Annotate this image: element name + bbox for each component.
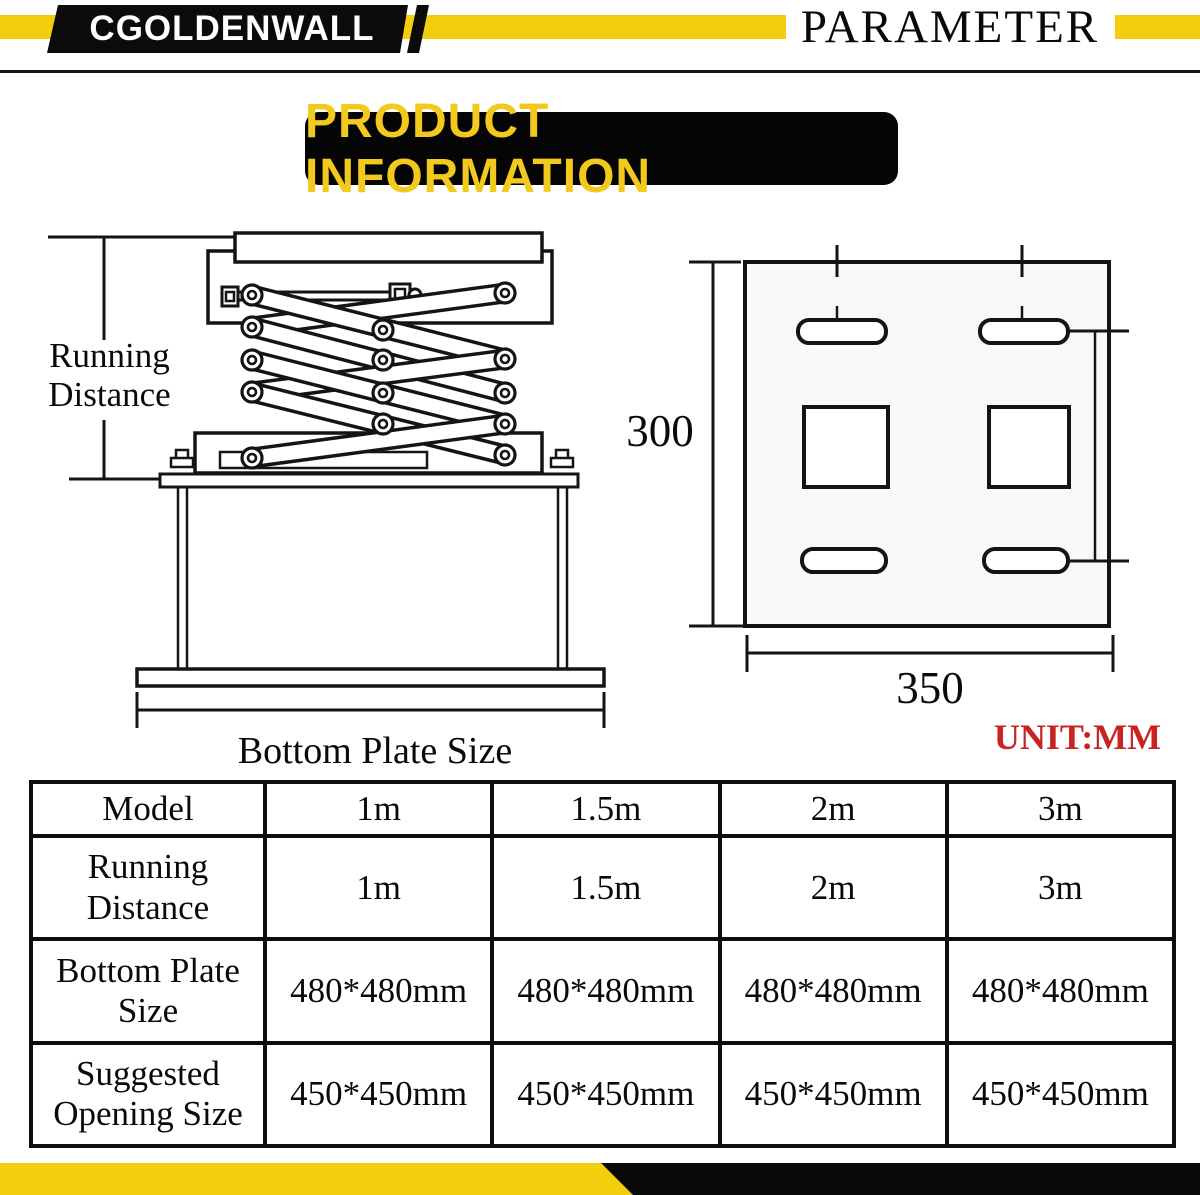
- bottom-plate-size-label: Bottom Plate Size: [237, 730, 513, 772]
- mounting-plate-top-view-diagram: [689, 245, 1129, 672]
- square-cutouts: [802, 405, 1071, 489]
- footer-yellow-segment: [0, 1163, 633, 1195]
- bottom-plate-dimension-lines: [135, 692, 606, 728]
- table-cell: 450*450mm: [490, 1040, 722, 1149]
- plate-height-dimension: 300: [626, 406, 694, 456]
- footer-black-segment: [601, 1163, 1200, 1195]
- unit-note: UNIT:MM: [993, 717, 1162, 757]
- table-cell: 450*450mm: [262, 1040, 495, 1149]
- base-bar: [158, 472, 580, 489]
- table-cell: 480*480mm: [490, 937, 722, 1045]
- row-label: Model: [29, 779, 267, 839]
- row-label: Running Distance: [29, 834, 267, 942]
- table-cell: 2m: [717, 834, 949, 942]
- table-cell: 480*480mm: [944, 937, 1177, 1045]
- slot-spacing-dimension-lines: [1066, 329, 1129, 563]
- table-cell: 3m: [944, 779, 1177, 839]
- anchor-bolts: [169, 448, 575, 469]
- table-cell: 480*480mm: [262, 937, 495, 1045]
- header-yellow-stripe-right: [1115, 15, 1200, 39]
- brand-logo-box: CGOLDENWALL: [47, 5, 408, 53]
- table-row: Model 1m 1.5m 2m 3m: [29, 779, 1177, 839]
- table-cell: 1m: [262, 779, 495, 839]
- table-cell: 450*450mm: [944, 1040, 1177, 1149]
- table-cell: 480*480mm: [717, 937, 949, 1045]
- table-cell: 1.5m: [490, 834, 722, 942]
- table-row: Suggested Opening Size 450*450mm 450*450…: [29, 1040, 1177, 1149]
- width-dimension-lines: [745, 635, 1115, 672]
- plate-width-dimension: 350: [896, 663, 964, 713]
- row-label: Bottom Plate Size: [29, 937, 267, 1045]
- table-cell: 1m: [262, 834, 495, 942]
- mounting-slots: [796, 318, 1070, 574]
- pivot-joints: [240, 281, 517, 470]
- table-cell: 1.5m: [490, 779, 722, 839]
- brand-name: CGOLDENWALL: [89, 9, 375, 48]
- section-banner-label: PRODUCT INFORMATION: [305, 94, 652, 203]
- table-cell: 3m: [944, 834, 1177, 942]
- bottom-plate: [135, 667, 606, 688]
- height-dimension-lines: [689, 260, 747, 628]
- table-row: Running Distance 1m 1.5m 2m 3m: [29, 834, 1177, 942]
- scissor-lift-side-view-diagram: [48, 231, 606, 728]
- row-label: Suggested Opening Size: [29, 1040, 267, 1149]
- section-banner: PRODUCT INFORMATION: [305, 95, 898, 203]
- table-cell: 450*450mm: [717, 1040, 949, 1149]
- top-mounting-plate: [233, 231, 544, 264]
- running-distance-label: Running Distance: [48, 336, 171, 415]
- table-cell: 2m: [717, 779, 949, 839]
- spec-table: Model 1m 1.5m 2m 3m Running Distance 1m …: [29, 779, 1177, 1149]
- header-divider: [0, 70, 1200, 73]
- support-legs: [176, 487, 569, 669]
- footer-band: [0, 1163, 1200, 1195]
- page-title: PARAMETER: [800, 1, 1100, 53]
- table-row: Bottom Plate Size 480*480mm 480*480mm 48…: [29, 937, 1177, 1045]
